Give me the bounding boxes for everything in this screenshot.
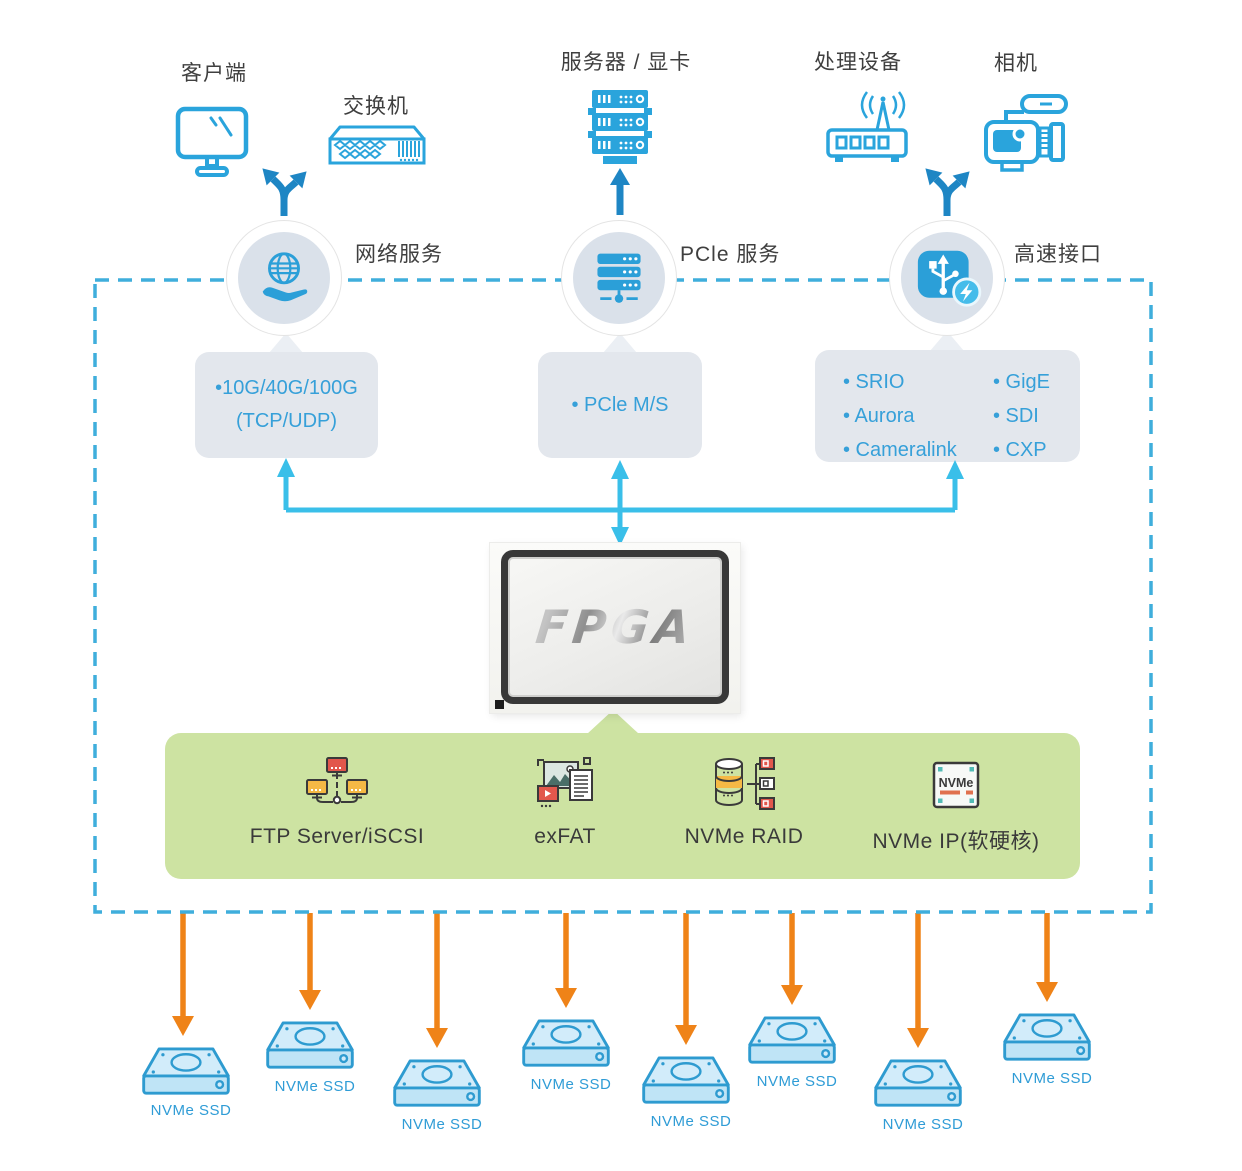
service-circle-network (226, 220, 342, 336)
connector-arrows (277, 458, 964, 546)
spec-line: •10G/40G/100G (215, 377, 358, 399)
spec-line: • CXP (992, 439, 1047, 461)
network-monitors-icon (306, 757, 368, 805)
spec-line: • Cameralink (843, 439, 957, 461)
spec-line: • SRIO (843, 371, 905, 393)
ssd-label: NVMe SSD (650, 1113, 732, 1130)
spec-box-notch (269, 333, 303, 353)
ssd-icon (1003, 1013, 1091, 1061)
media-files-icon (537, 757, 593, 808)
spec-box-notch (930, 331, 964, 351)
ssd-label: NVMe SSD (530, 1076, 612, 1093)
spec-line: • GigE (992, 371, 1050, 393)
ssd-icon (522, 1019, 610, 1067)
spec-box-notch (603, 333, 637, 353)
monitor-icon (175, 106, 249, 177)
service-label-network: 网络服务 (355, 243, 443, 266)
device-label-switch: 交换机 (343, 95, 409, 118)
ssd-label: NVMe SSD (1011, 1070, 1093, 1087)
server-stack-icon (597, 253, 641, 303)
ssd-icon (642, 1056, 730, 1104)
green-panel-notch (587, 710, 639, 734)
ssd-label: NVMe SSD (150, 1102, 232, 1119)
usb-lightning-icon (917, 250, 982, 307)
feature-label: NVMe RAID (684, 825, 804, 848)
device-label-client: 客户端 (181, 62, 247, 85)
spec-box-highspeed: • SRIO • Aurora • Cameralink • GigE • SD… (815, 350, 1080, 462)
spec-line: • PCle M/S (571, 393, 669, 416)
feature-label: FTP Server/iSCSI (249, 825, 425, 848)
feature-nvme-ip: NVMe NVMe IP(软硬核) (846, 756, 1066, 855)
feature-exfat: exFAT (455, 756, 675, 849)
nvme-chip-label: NVMe (939, 776, 974, 790)
fpga-label: FPGA (532, 600, 698, 654)
device-label-server-gpu: 服务器 / 显卡 (560, 51, 692, 74)
feature-ftp-iscsi: FTP Server/iSCSI (227, 756, 447, 849)
green-feature-panel (165, 733, 1080, 879)
ssd-arrows (172, 913, 1058, 1048)
dashed-container-border (93, 278, 1153, 914)
globe-hand-icon (262, 252, 308, 302)
camera-icon (984, 94, 1068, 172)
ssd-icon (266, 1021, 354, 1069)
up-arrow-icon (610, 168, 630, 215)
branch-arrow-icon (925, 168, 970, 216)
device-label-camera: 相机 (994, 52, 1038, 75)
ssd-icon (748, 1016, 836, 1064)
fpga-chip: FPGA (490, 543, 740, 713)
spec-line: (TCP/UDP) (235, 410, 338, 432)
service-circle-pcie (561, 220, 677, 336)
fpga-pin1-marker (495, 700, 504, 709)
ssd-label: NVMe SSD (274, 1078, 356, 1095)
spec-box-network: •10G/40G/100G (TCP/UDP) (195, 352, 378, 458)
feature-label: exFAT (534, 825, 596, 848)
service-label-highspeed: 高速接口 (1014, 243, 1102, 266)
ssd-icon (874, 1059, 962, 1107)
database-raid-icon (715, 757, 775, 810)
spec-line: • SDI (992, 405, 1039, 427)
service-label-pcie: PCle 服务 (680, 243, 781, 266)
ssd-label: NVMe SSD (401, 1116, 483, 1133)
feature-label: NVMe IP(软硬核) (872, 830, 1040, 853)
ssd-label: NVMe SSD (756, 1073, 838, 1090)
feature-nvme-raid: NVMe RAID (634, 756, 854, 849)
ssd-icon (142, 1047, 230, 1095)
branch-arrow-icon (262, 168, 307, 216)
nvme-chip-icon: NVMe (932, 761, 980, 809)
device-label-processing: 处理设备 (814, 51, 902, 74)
spec-box-pcie: • PCle M/S (538, 352, 702, 458)
ssd-icon (393, 1059, 481, 1107)
service-circle-highspeed (889, 220, 1005, 336)
processing-device-icon (826, 91, 908, 162)
spec-line: • Aurora (843, 405, 915, 427)
server-icon (588, 90, 652, 164)
switch-icon (328, 125, 426, 165)
ssd-label: NVMe SSD (882, 1116, 964, 1133)
